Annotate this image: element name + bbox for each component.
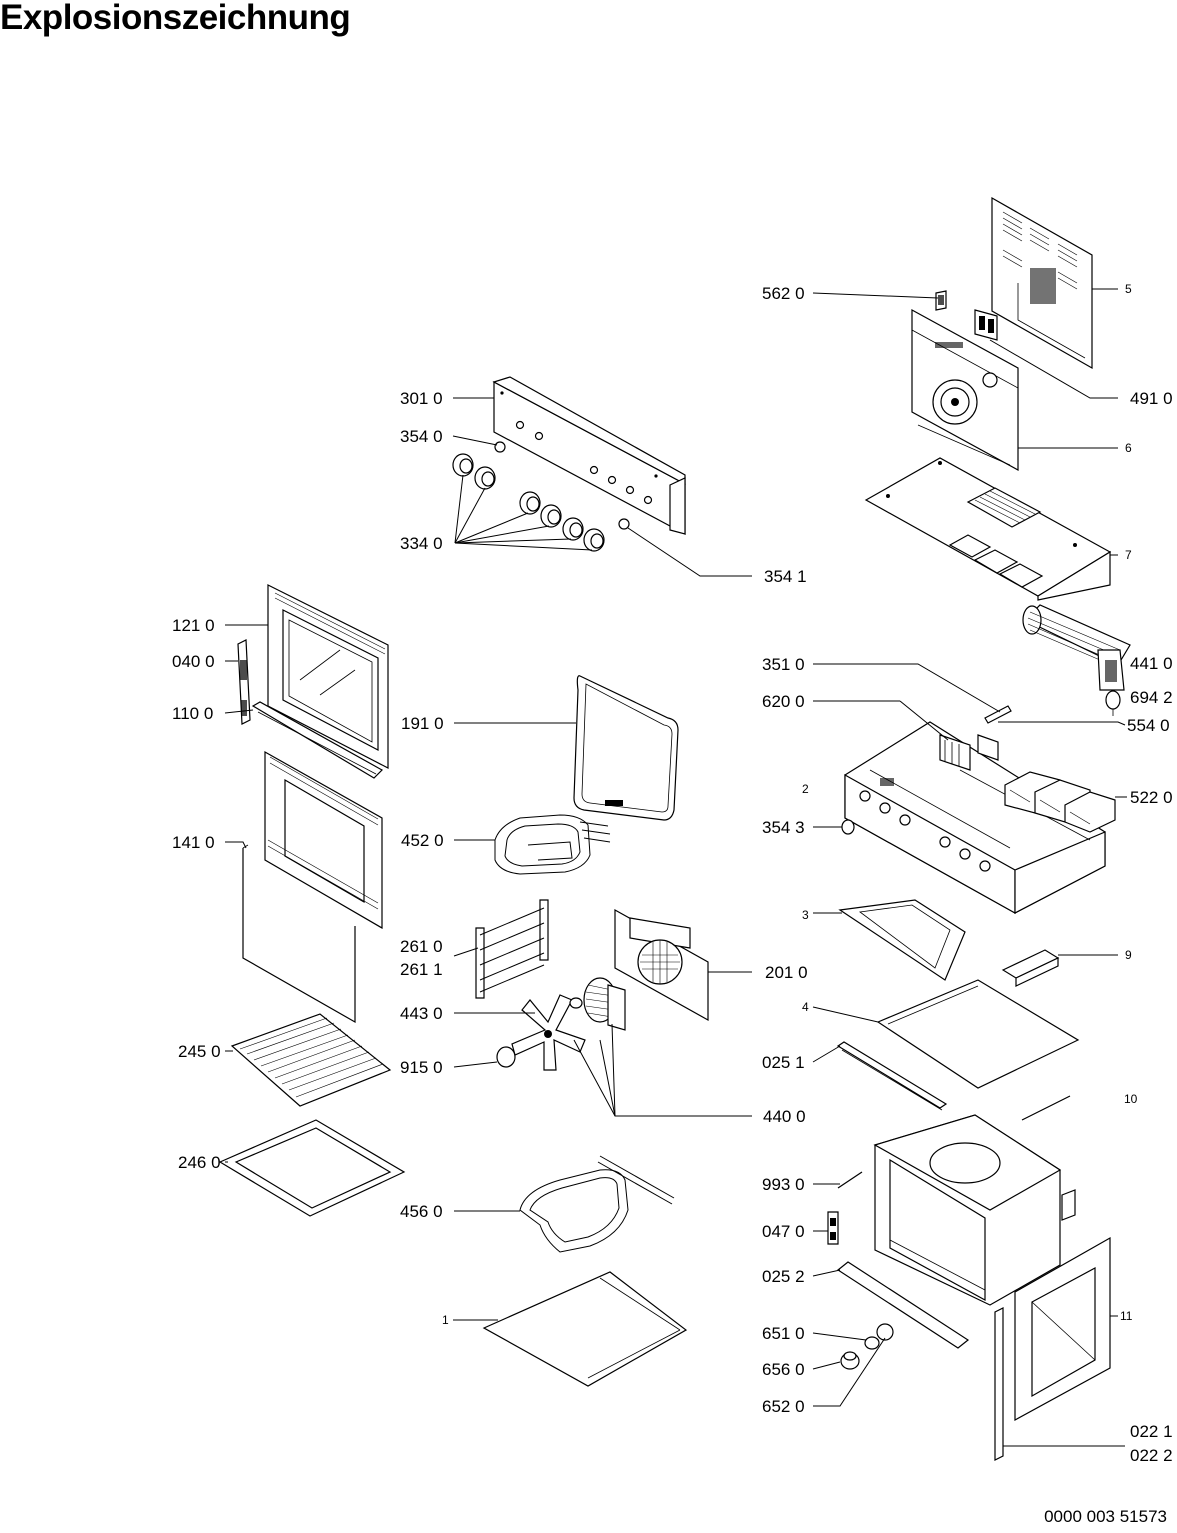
- part-rear-wall: [911, 308, 1019, 472]
- label-441-0: 441 0: [1130, 654, 1173, 673]
- part-door-seal: [573, 675, 679, 821]
- part-491-thermostat: [974, 309, 998, 341]
- part-554-switch: [977, 734, 999, 761]
- label-522-0: 522 0: [1130, 788, 1173, 807]
- label-491-0: 491 0: [1130, 389, 1173, 408]
- part-door-frame: [267, 584, 389, 769]
- label-354-1: 354 1: [764, 567, 807, 586]
- part-047-bracket: [827, 1211, 839, 1245]
- label-022-1: 022 1: [1130, 1422, 1173, 1441]
- leader-lines: [224, 288, 1127, 1447]
- part-rail-025-1: [836, 1041, 948, 1111]
- label-141-0: 141 0: [172, 833, 215, 852]
- label-022-2: 022 2: [1130, 1446, 1173, 1465]
- label-2: 2: [802, 782, 809, 796]
- label-452-0: 452 0: [401, 831, 444, 850]
- part-lamp-assembly: [840, 1323, 894, 1370]
- label-246-0: 246 0: [178, 1153, 221, 1172]
- label-562-0: 562 0: [762, 284, 805, 303]
- label-443-0: 443 0: [400, 1004, 443, 1023]
- label-456-0: 456 0: [400, 1202, 443, 1221]
- label-11: 11: [1120, 1309, 1133, 1323]
- label-245-0: 245 0: [178, 1042, 221, 1061]
- label-301-0: 301 0: [400, 389, 443, 408]
- label-993-0: 993 0: [762, 1175, 805, 1194]
- label-652-0: 652 0: [762, 1397, 805, 1416]
- part-351-lamp: [984, 705, 1012, 724]
- label-334-0: 334 0: [400, 534, 443, 553]
- part-knobs: [452, 453, 605, 552]
- label-040-0: 040 0: [172, 652, 215, 671]
- label-047-0: 047 0: [762, 1222, 805, 1241]
- part-bracket-9: [1001, 949, 1060, 987]
- label-5: 5: [1125, 282, 1132, 296]
- label-620-0: 620 0: [762, 692, 805, 711]
- label-4: 4: [802, 1000, 809, 1014]
- part-rail-025-2: [836, 1261, 970, 1349]
- label-554-0: 554 0: [1127, 716, 1170, 735]
- document-number: 0000 003 51573: [1044, 1507, 1167, 1526]
- label-694-2: 694 2: [1130, 688, 1173, 707]
- label-10: 10: [1124, 1092, 1138, 1106]
- part-562-clip: [935, 290, 947, 311]
- part-354-0-indicator: [494, 441, 506, 453]
- label-354-3: 354 3: [762, 818, 805, 837]
- part-duct: [838, 899, 966, 981]
- part-door-trim: [251, 701, 383, 779]
- part-522-switches: [1004, 771, 1116, 833]
- part-fan-blade: [511, 994, 586, 1071]
- label-1: 1: [442, 1313, 449, 1327]
- label-110-0: 110 0: [172, 704, 213, 723]
- part-top-heater: [494, 814, 611, 875]
- label-9: 9: [1125, 948, 1132, 962]
- label-354-0: 354 0: [400, 427, 443, 446]
- label-915-0: 915 0: [400, 1058, 443, 1077]
- part-base-chassis: [844, 721, 1106, 915]
- part-fan-cover: [614, 908, 709, 1022]
- part-915-nut: [496, 1046, 516, 1068]
- label-656-0: 656 0: [762, 1360, 805, 1379]
- part-fan-motor: [569, 977, 626, 1031]
- part-baking-tray: [218, 1119, 406, 1217]
- label-261-0: 261 0: [400, 937, 443, 956]
- part-labels: 562 0 5 491 0 301 0 354 0 6 334 0 7 354 …: [172, 282, 1173, 1465]
- label-3: 3: [802, 908, 809, 922]
- part-rear-cover: [991, 196, 1093, 370]
- part-oven-cavity: [873, 1114, 1076, 1306]
- label-440-0: 440 0: [763, 1107, 806, 1126]
- part-side-panel: [876, 979, 1080, 1089]
- label-121-0: 121 0: [172, 616, 215, 635]
- part-control-panel: [492, 376, 686, 536]
- part-bottom-panel: [482, 1271, 688, 1387]
- diagram-title: Explosionszeichnung: [0, 0, 351, 37]
- part-front-frame: [1014, 1236, 1111, 1422]
- part-354-1-indicator: [618, 518, 630, 530]
- part-694-connector: [1105, 690, 1121, 716]
- label-201-0: 201 0: [765, 963, 808, 982]
- label-261-1: 261 1: [400, 960, 443, 979]
- label-651-0: 651 0: [762, 1324, 805, 1343]
- part-lower-heater: [519, 1155, 675, 1253]
- part-354-3-lamp: [841, 819, 855, 835]
- label-6: 6: [1125, 441, 1132, 455]
- part-top-panel: [864, 457, 1112, 601]
- part-040-hinge: [237, 639, 251, 725]
- part-wire-rack: [230, 1013, 392, 1107]
- part-shelf-supports: [475, 899, 549, 999]
- part-620-terminal: [939, 734, 971, 771]
- label-351-0: 351 0: [762, 655, 805, 674]
- label-025-1: 025 1: [762, 1053, 805, 1072]
- label-7: 7: [1125, 548, 1132, 562]
- label-025-2: 025 2: [762, 1267, 805, 1286]
- part-441-fan: [1022, 604, 1131, 691]
- label-191-0: 191 0: [401, 714, 444, 733]
- part-inner-door: [242, 750, 383, 1024]
- part-rod-10: [1021, 1095, 1071, 1121]
- part-993-screw: [837, 1171, 863, 1189]
- part-side-strip: [994, 1307, 1004, 1461]
